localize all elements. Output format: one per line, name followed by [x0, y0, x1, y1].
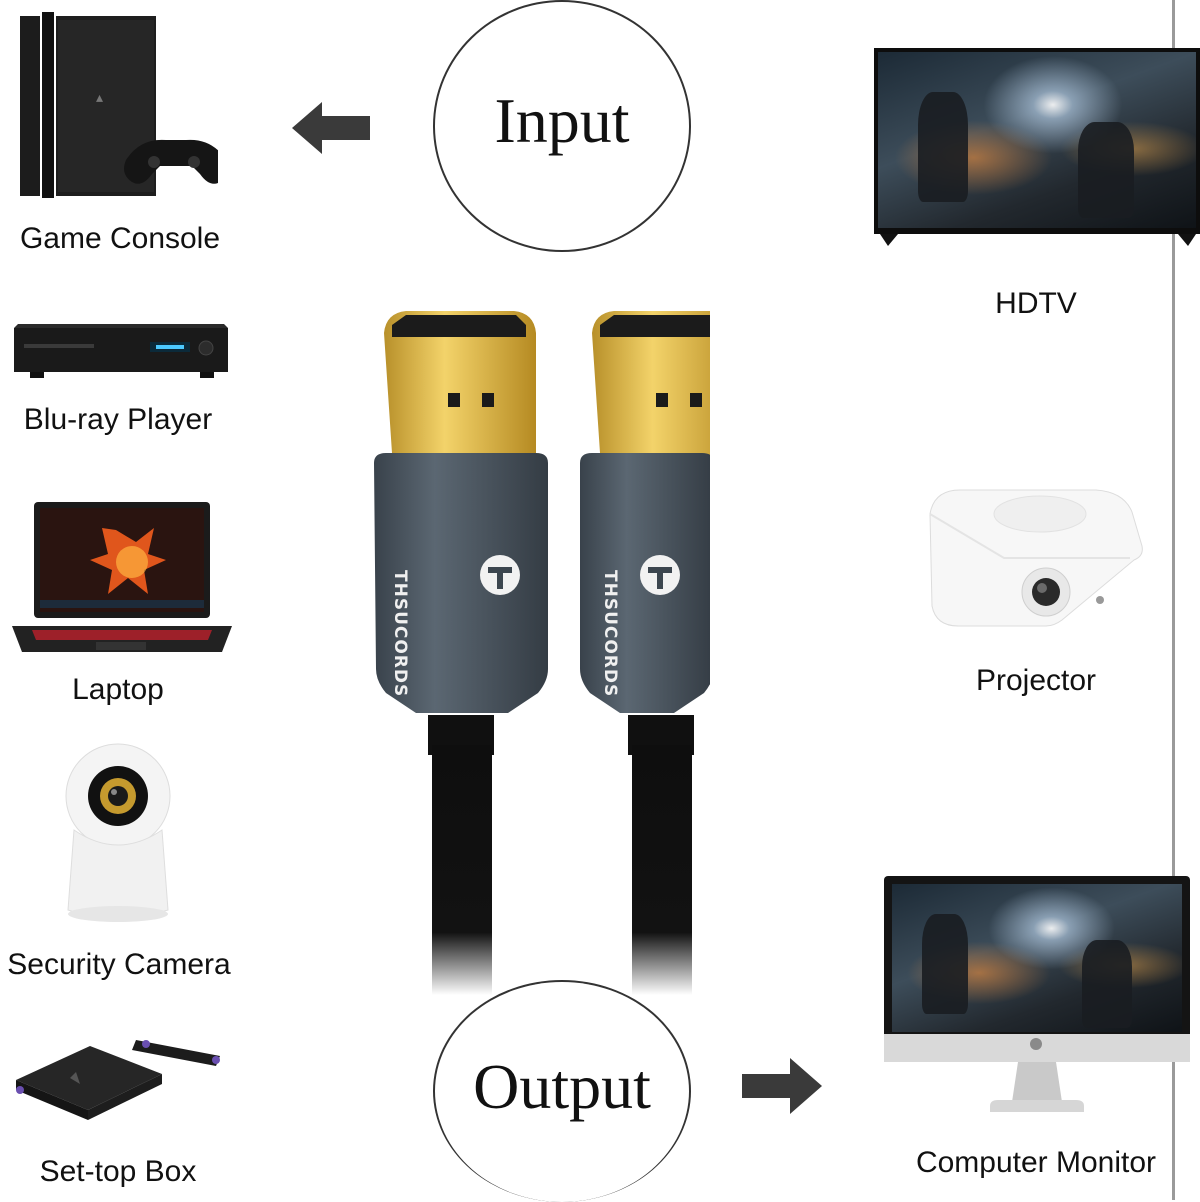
- laptop-icon: [6, 500, 236, 658]
- source-label-laptop: Laptop: [72, 673, 164, 706]
- security-camera-icon: [60, 738, 176, 928]
- source-label-game-console: Game Console: [19, 222, 221, 255]
- game-console-icon: ▴: [18, 12, 228, 202]
- bluray-player-icon: [10, 322, 232, 382]
- apple-logo-icon: [1030, 1038, 1042, 1050]
- display-label-hdtv: HDTV: [995, 287, 1077, 320]
- output-label: Output: [473, 1051, 651, 1122]
- svg-text:▴: ▴: [96, 90, 103, 106]
- source-label-security-camera: Security Camera: [7, 948, 231, 981]
- monitor-stand: [984, 1062, 1090, 1120]
- brand-label-right: THSUCORDS: [600, 570, 620, 698]
- settop-box-icon: [6, 1030, 228, 1128]
- brand-label-left: THSUCORDS: [390, 570, 410, 698]
- input-circle: Input: [433, 0, 691, 252]
- arrow-left-icon: [292, 102, 372, 154]
- display-label-computer-monitor: Computer Monitor: [915, 1146, 1157, 1179]
- displayport-cable-image: [360, 305, 744, 995]
- hdtv-icon: [874, 48, 1200, 234]
- source-label-settop-box: Set-top Box: [39, 1155, 197, 1188]
- projector-icon: [924, 484, 1148, 644]
- input-label: Input: [494, 85, 630, 156]
- display-label-projector: Projector: [975, 664, 1097, 697]
- source-label-bluray-player: Blu-ray Player: [23, 403, 213, 436]
- arrow-right-icon: [742, 1058, 822, 1114]
- computer-monitor-icon: [884, 876, 1190, 1062]
- hdtv-stand: [878, 234, 1198, 248]
- output-circle: Output: [433, 980, 691, 1202]
- divider-line: [1172, 0, 1175, 1200]
